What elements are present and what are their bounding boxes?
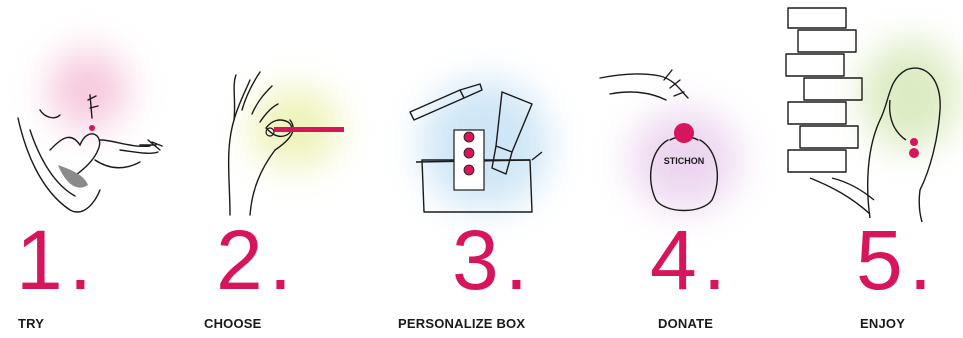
- step-number: 4.: [650, 218, 732, 302]
- step-personalize-box: 3. PERSONALIZE BOX: [380, 0, 580, 338]
- step-label: ENJOY: [860, 316, 905, 332]
- step-number: 1.: [16, 218, 98, 302]
- gift-box-icon: [380, 0, 580, 230]
- jar-label: STICHON: [664, 156, 705, 166]
- step-label: PERSONALIZE BOX: [398, 316, 525, 332]
- step-donate: STICHON 4. DONATE: [580, 0, 770, 338]
- perfume-trial-icon: [0, 0, 190, 230]
- donation-jar-icon: STICHON: [580, 0, 770, 230]
- step-try: 1. TRY: [0, 0, 190, 338]
- step-label: CHOOSE: [204, 316, 262, 332]
- step-choose: 2. CHOOSE: [190, 0, 380, 338]
- step-enjoy: 5. ENJOY: [770, 0, 963, 338]
- step-number: 5.: [856, 218, 938, 302]
- step-label: DONATE: [658, 316, 713, 332]
- step-label: TRY: [18, 316, 44, 332]
- step-number: 2.: [216, 218, 298, 302]
- step-number: 3.: [452, 218, 534, 302]
- hand-choose-icon: [190, 0, 380, 230]
- woman-boxes-icon: [770, 0, 963, 230]
